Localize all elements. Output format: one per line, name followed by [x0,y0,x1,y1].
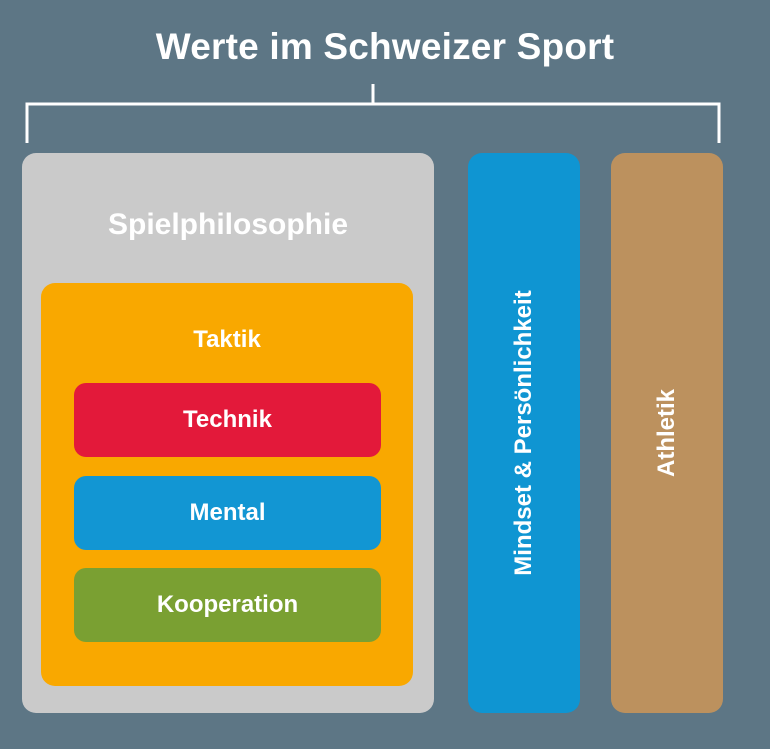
mental-label: Mental [189,499,266,526]
technik-box: Technik [74,383,381,457]
mindset-pillar: Mindset & Persönlichkeit [468,153,580,713]
mental-box: Mental [74,476,381,550]
mindset-label: Mindset & Persönlichkeit [510,290,537,576]
taktik-label: Taktik [193,326,261,353]
title-bracket [25,84,721,143]
diagram-title: Werte im Schweizer Sport [155,26,615,67]
spielphilosophie-label: Spielphilosophie [107,208,348,241]
athletik-label: Athletik [653,388,680,478]
technik-label: Technik [183,406,272,433]
kooperation-box: Kooperation [74,568,381,642]
athletik-pillar: Athletik [611,153,723,713]
kooperation-label: Kooperation [156,591,299,618]
